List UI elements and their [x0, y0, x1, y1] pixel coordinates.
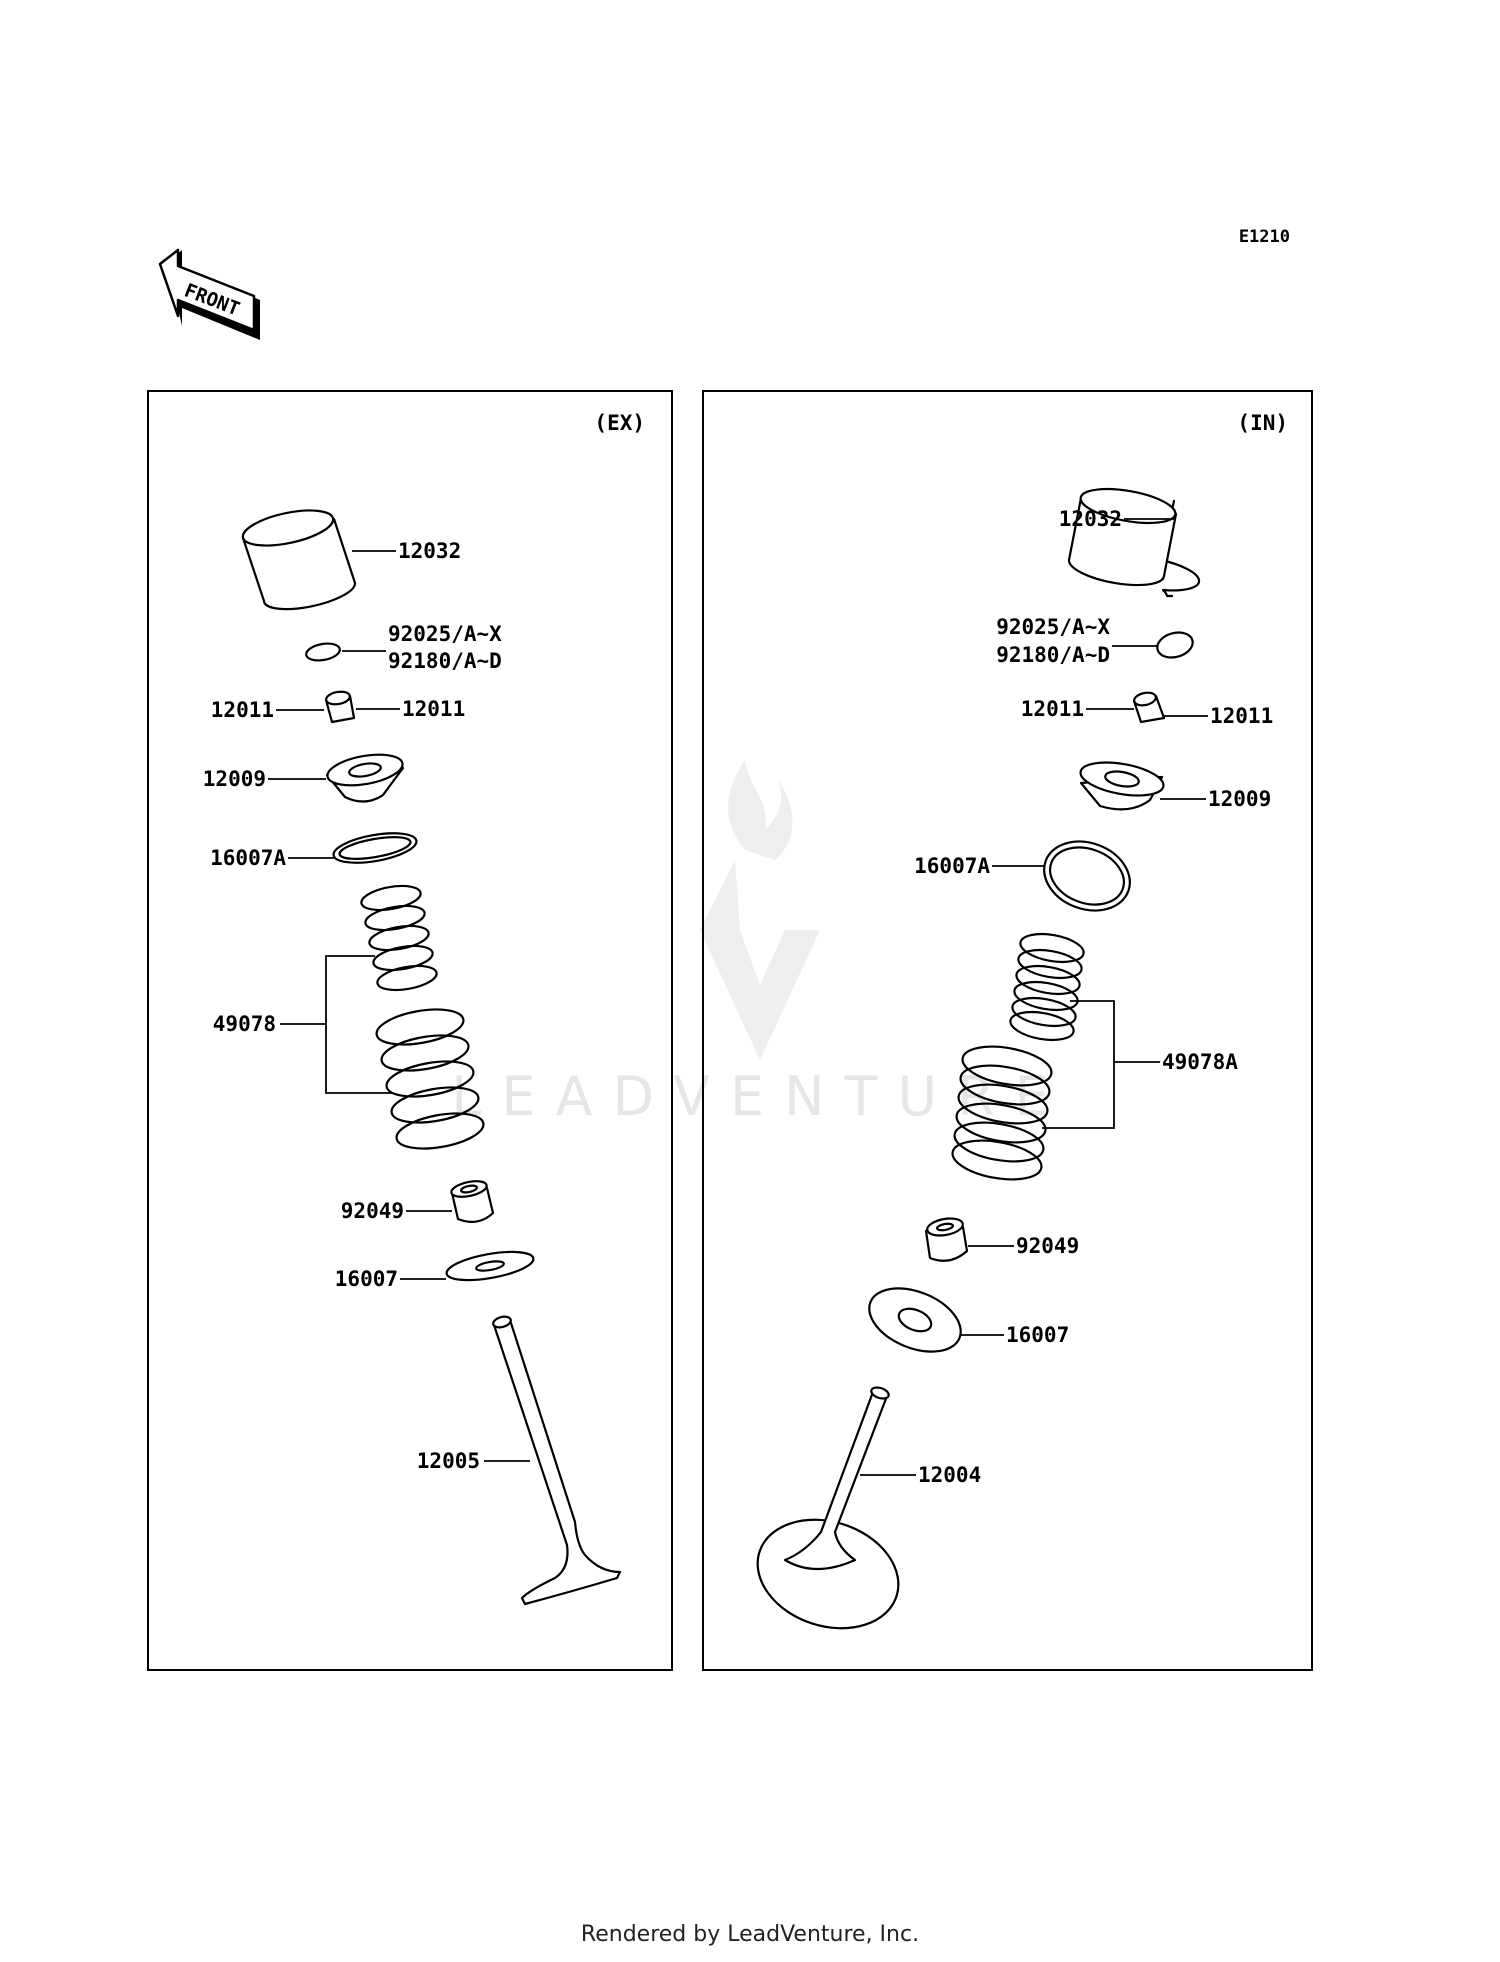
watermark-text: LEADVENTURE [451, 1065, 1068, 1128]
ex-label-upper-seat: 16007A [210, 846, 286, 870]
ex-label-retainer: 12009 [203, 767, 266, 791]
panel-in: (IN) 12032 92025/A~X 92180/A~D 12011 120… [702, 390, 1313, 1671]
ex-label-cotter-left: 12011 [211, 698, 274, 722]
panel-in-title: (IN) [1237, 411, 1288, 435]
in-inner-spring-part [1009, 932, 1085, 1042]
in-label-cotter-left: 12011 [1021, 697, 1084, 721]
in-label-tappet: 12032 [1059, 507, 1122, 531]
ex-stem-seal-part [450, 1180, 495, 1224]
ex-lower-seat-part [445, 1250, 535, 1282]
in-retainer-part [1079, 761, 1165, 811]
in-label-upper-seat: 16007A [914, 854, 990, 878]
ex-inner-spring-part [360, 884, 438, 992]
ex-label-tappet: 12032 [398, 539, 461, 563]
ex-retainer-part [325, 753, 405, 803]
ex-label-cotter-right: 12011 [402, 697, 465, 721]
watermark: LEADVENTURE [451, 760, 1068, 1128]
ex-label-lower-seat: 16007 [335, 1267, 398, 1291]
ex-label-valve: 12005 [417, 1449, 480, 1473]
in-tappet-part [1067, 487, 1201, 598]
in-label-retainer: 12009 [1208, 787, 1271, 811]
in-shim-part [1156, 631, 1194, 659]
panel-ex: (EX) 12032 92025/A~X 92180/A~D 12011 120… [147, 390, 673, 1671]
ex-label-shim-b: 92180/A~D [388, 649, 502, 673]
in-upper-seat-part [1043, 840, 1131, 912]
in-stem-seal-part [924, 1217, 969, 1262]
in-outer-spring-part [951, 1045, 1053, 1181]
front-arrow-icon: FRONT [158, 248, 260, 340]
in-label-valve: 12004 [918, 1463, 981, 1487]
panel-ex-frame [147, 390, 673, 1671]
ex-outer-spring-part [375, 1008, 485, 1150]
in-label-shim-b: 92180/A~D [996, 643, 1110, 667]
panel-in-frame [702, 390, 1313, 1671]
ex-valve-part [492, 1315, 622, 1606]
in-lower-seat-part [868, 1287, 962, 1353]
diagram-code: E1210 [1239, 227, 1290, 247]
ex-label-spring: 49078 [213, 1012, 276, 1036]
panel-ex-title: (EX) [594, 411, 645, 435]
in-valve-part [756, 1386, 900, 1630]
in-label-lower-seat: 16007 [1006, 1323, 1069, 1347]
footer-credit: Rendered by LeadVenture, Inc. [580, 1922, 920, 1947]
ex-cotter-part [324, 690, 356, 724]
in-label-shim-a: 92025/A~X [996, 615, 1110, 639]
ex-upper-seat-part [332, 832, 418, 864]
ex-label-shim-a: 92025/A~X [388, 622, 502, 646]
ex-label-stem-seal: 92049 [341, 1199, 404, 1223]
in-label-cotter-right: 12011 [1210, 704, 1273, 728]
in-cotter-part [1132, 691, 1166, 724]
ex-shim-part [305, 642, 341, 662]
ex-tappet-part [241, 509, 357, 611]
in-label-spring: 49078A [1162, 1050, 1238, 1074]
in-label-stem-seal: 92049 [1016, 1234, 1079, 1258]
